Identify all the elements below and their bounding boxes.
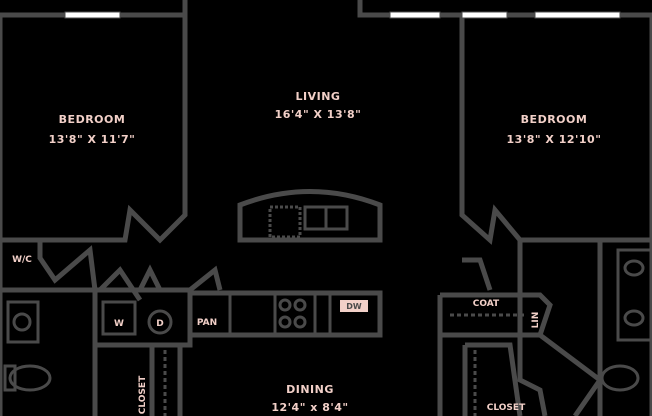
dining-name: DINING [286, 383, 334, 396]
washer [101, 300, 137, 336]
window-bedroom-right-3 [534, 11, 621, 19]
linen-label: LIN [531, 312, 541, 329]
bath-sink-left [6, 300, 40, 344]
bedroom-left-name: BEDROOM [59, 113, 126, 126]
washer-label: W [114, 319, 124, 329]
closet-left-label: CLOSET [138, 375, 148, 414]
window-bedroom-left [64, 11, 121, 19]
windows [64, 11, 621, 19]
island-dishwasher-outline [268, 205, 302, 239]
bath-vanity-right [616, 248, 652, 342]
bedroom-right-name: BEDROOM [521, 113, 588, 126]
burner-icon [278, 298, 292, 312]
burner-icon [293, 298, 307, 312]
toilet-left [8, 364, 52, 392]
dryer-label: D [156, 319, 163, 329]
window-bedroom-right-1 [389, 11, 441, 19]
living-dims: 16'4" X 13'8" [275, 108, 362, 121]
coat-label: COAT [473, 299, 500, 309]
pantry-label: PAN [197, 318, 217, 328]
dishwasher-tag [340, 300, 368, 312]
fixtures [3, 205, 652, 416]
dishwasher-label: DW [346, 302, 362, 311]
dining-dims: 12'4" x 8'4" [271, 401, 348, 414]
burner-icon [278, 315, 292, 329]
living-name: LIVING [296, 90, 341, 103]
room-labels: BEDROOM 13'8" X 11'7" LIVING 16'4" X 13'… [49, 90, 602, 414]
bedroom-right-dims: 13'8" X 12'10" [507, 133, 602, 146]
burner-icon [293, 315, 307, 329]
toilet-right [600, 364, 640, 392]
wic-left-label: W/C [12, 255, 32, 265]
fixture-labels: W/C W D PAN DW COAT LIN CLOSET CLOSET [12, 255, 541, 414]
closet-right-label: CLOSET [487, 403, 526, 413]
window-bedroom-right-2 [461, 11, 508, 19]
bedroom-left-dims: 13'8" X 11'7" [49, 133, 136, 146]
dryer [147, 309, 173, 335]
